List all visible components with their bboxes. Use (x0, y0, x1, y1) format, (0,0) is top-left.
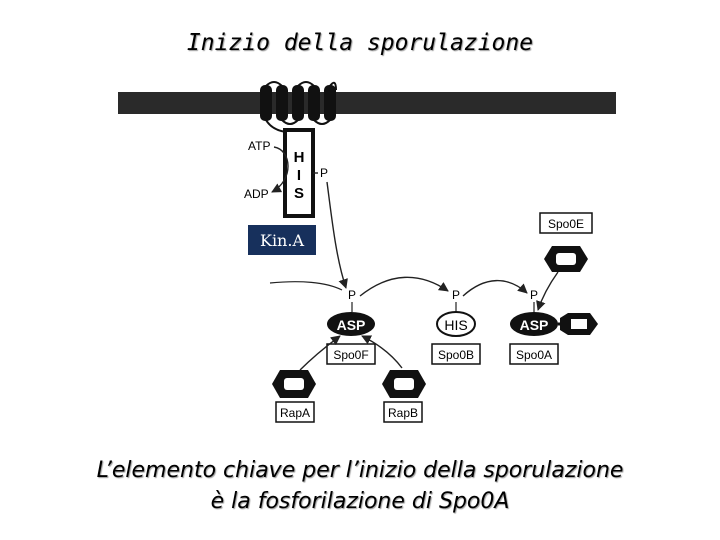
adp-label: ADP (244, 187, 269, 201)
kina-his-domain (283, 128, 315, 218)
spo0e-to-spo0a-arrow (536, 271, 559, 311)
spo0f-asp-label: ASP (337, 317, 366, 333)
incoming-phosphate-arrow (269, 281, 343, 291)
phosphate-spo0a: P (530, 288, 538, 302)
spo0b-his-domain (436, 311, 476, 337)
slide-caption: L’elemento chiave per l’inizio della spo… (0, 455, 720, 517)
transmembrane-helices (260, 81, 337, 133)
kina-to-spo0f-arrow (326, 181, 348, 289)
spo0f-label: Spo0F (333, 348, 368, 362)
spo0a-label: Spo0A (516, 348, 552, 362)
kina-label-box: Kin.A (248, 225, 316, 255)
cell-membrane (118, 92, 616, 114)
atp-to-adp-arrow (271, 146, 289, 193)
spo0b-label: Spo0B (438, 348, 474, 362)
spo0a-asp-domain (510, 312, 558, 336)
rapa-to-spo0f-arrow (299, 335, 341, 371)
rapb-label: RapB (388, 406, 418, 420)
his-letter-s: S (294, 185, 304, 202)
spo0f-asp-domain (327, 312, 375, 336)
phosphate-spo0f: P (348, 288, 356, 302)
his-letter-i: I (297, 167, 301, 184)
spo0f-to-spo0b-arrow (359, 276, 449, 297)
atp-label: ATP (248, 139, 270, 153)
caption-line-2: è la fosforilazione di Spo0A (210, 489, 510, 514)
phosphate-his-kina: P (320, 166, 328, 180)
spo0b-to-spo0a-arrow (462, 279, 528, 297)
phosphate-spo0b: P (452, 288, 460, 302)
rapa-label: RapA (280, 406, 310, 420)
rapb-to-spo0f-arrow (361, 335, 403, 369)
spo0a-asp-label: ASP (520, 317, 549, 333)
spo0b-his-label: HIS (444, 317, 467, 333)
caption-line-1: L’elemento chiave per l’inizio della spo… (96, 458, 624, 483)
spo0e-label: Spo0E (548, 217, 584, 231)
slide-title: Inizio della sporulazione (186, 30, 534, 56)
his-letter-h: H (294, 149, 305, 166)
